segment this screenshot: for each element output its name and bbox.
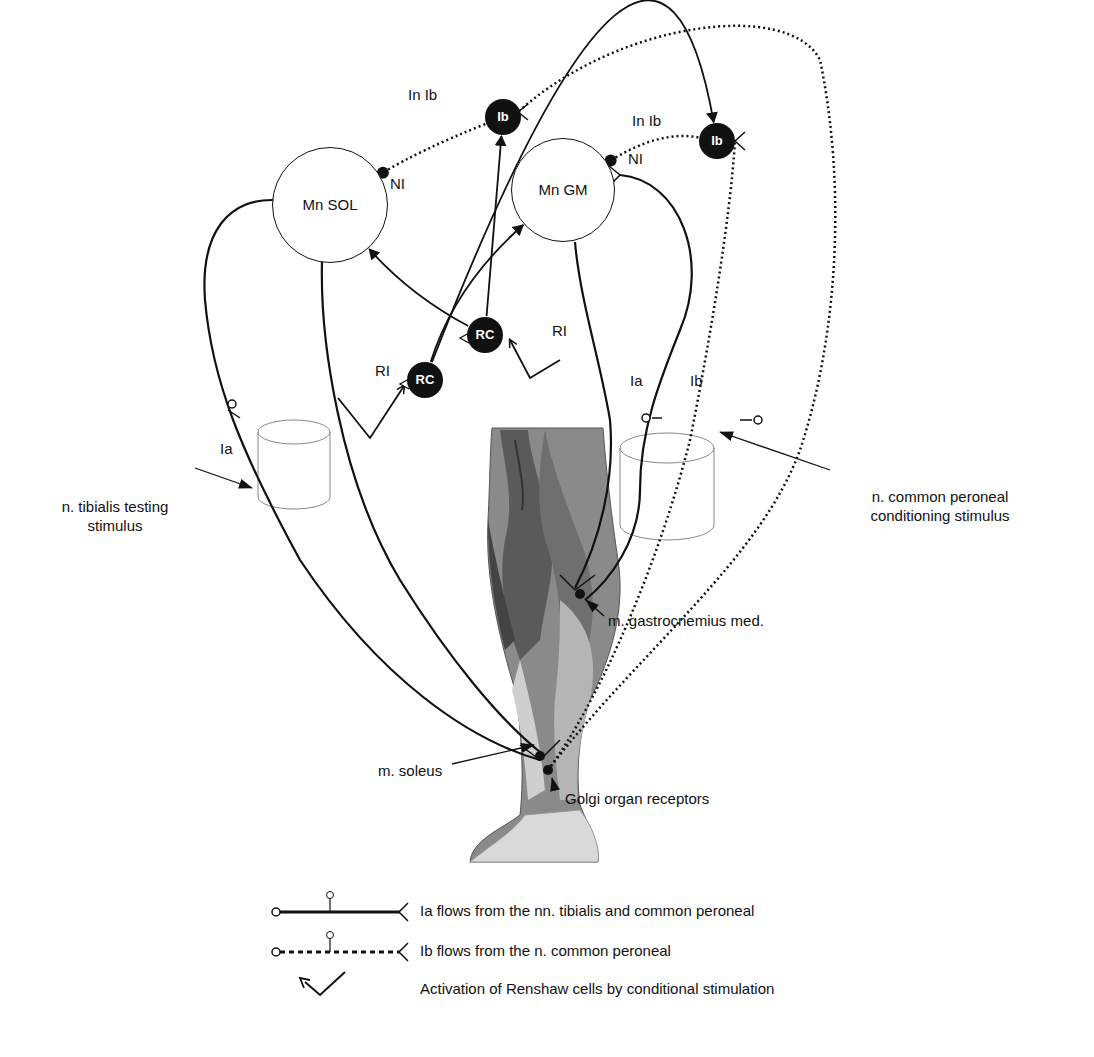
legend-text: Activation of Renshaw cells by condition… — [420, 980, 774, 997]
annotation-label: RI — [375, 362, 390, 381]
node-label: Mn GM — [538, 181, 587, 199]
motoneuron-circle: Mn SOL — [272, 147, 388, 263]
annotation-label: m. soleus — [378, 762, 442, 781]
muscle-dot — [535, 751, 545, 761]
afferent-terminal — [228, 400, 762, 424]
annotation-label: NI — [628, 150, 643, 169]
interneuron-circle: RC — [407, 362, 443, 398]
muscle-dot — [575, 589, 585, 599]
ib-inhibitory-connector — [383, 124, 485, 173]
legend-text: Ia flows from the nn. tibialis and commo… — [420, 902, 754, 919]
motoneuron-circle: Mn GM — [511, 138, 615, 242]
node-label: RC — [416, 372, 435, 388]
annotation-label: In Ib — [632, 112, 661, 131]
annotation-label: n. tibialis testing stimulus — [40, 498, 190, 536]
interneuron-circle: Ib — [485, 99, 521, 135]
annotation-label: m. gastrocnemius med. — [608, 612, 764, 631]
nerve-fibers — [204, 175, 691, 760]
interneuron-circle: Ib — [699, 123, 735, 159]
renshaw-connector — [431, 225, 523, 362]
annotation-label: Ib — [690, 372, 703, 391]
legend-entry: Ia flows from the nn. tibialis and commo… — [420, 902, 754, 919]
legend-text: Ib flows from the n. common peroneal — [420, 942, 671, 959]
legend-entry: Activation of Renshaw cells by condition… — [420, 980, 774, 997]
node-label: Mn SOL — [302, 196, 357, 214]
legend-entry: Ib flows from the n. common peroneal — [420, 942, 671, 959]
annotation-label: Golgi organ receptors — [565, 790, 709, 809]
renshaw-connector — [432, 0, 714, 362]
ib-inhibitory-connector — [611, 136, 699, 161]
annotation-label: In Ib — [408, 86, 437, 105]
legend-sample — [272, 892, 408, 996]
node-label: Ib — [711, 133, 723, 149]
node-label: Ib — [497, 109, 509, 125]
renshaw-activation — [338, 340, 560, 438]
annotation-label: Ia — [630, 372, 643, 391]
annotation-label: NI — [390, 175, 405, 194]
interneuron-circle: RC — [467, 317, 503, 353]
annotation-label: n. common peroneal conditioning stimulus — [840, 488, 1040, 526]
annotation-label: Ia — [220, 440, 233, 459]
leader-line — [195, 432, 830, 790]
golgi-receptor-dot — [543, 765, 553, 775]
renshaw-connector — [369, 249, 468, 326]
node-label: RC — [476, 327, 495, 343]
annotation-label: RI — [552, 322, 567, 341]
